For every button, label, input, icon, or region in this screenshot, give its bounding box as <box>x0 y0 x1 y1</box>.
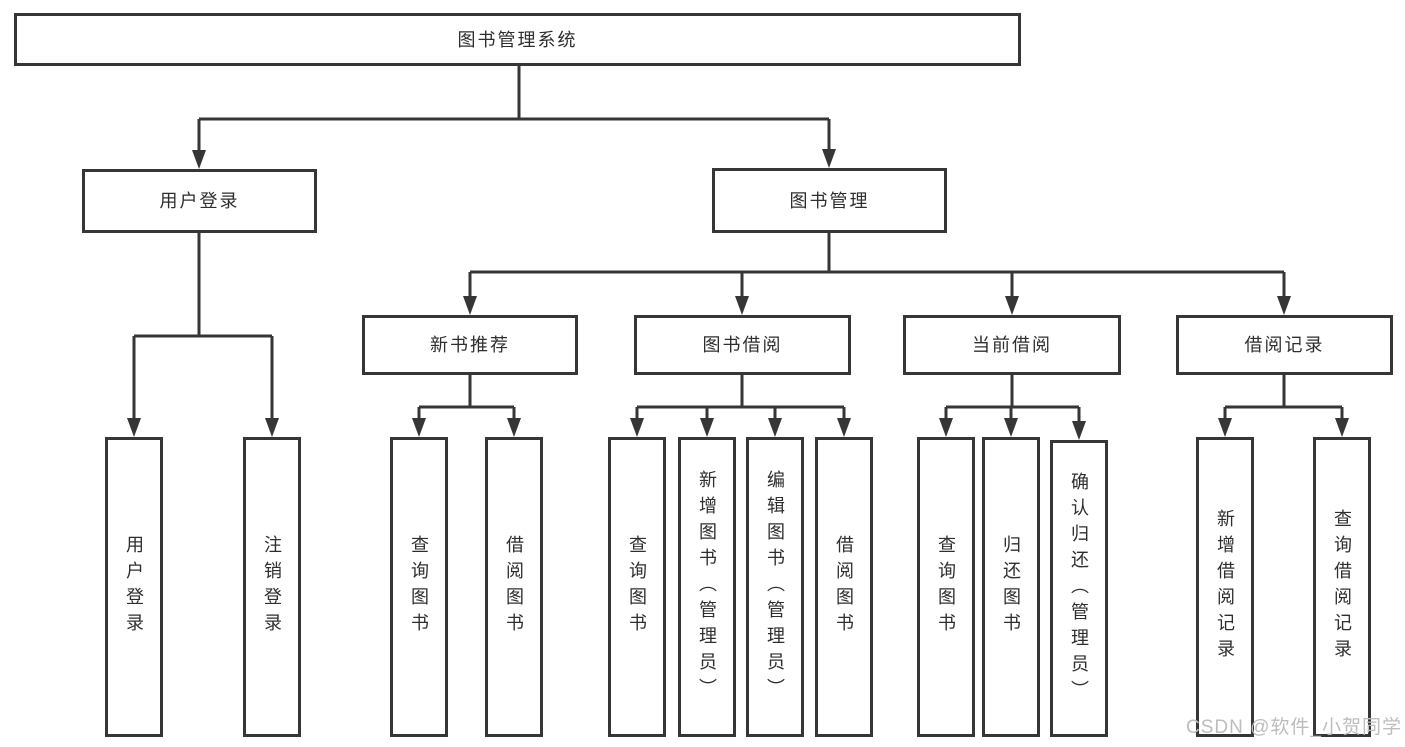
leaf-user-login: 用户登录 <box>105 437 163 737</box>
node-borrowing-records: 借阅记录 <box>1176 315 1393 375</box>
leaf-add-book-admin: 新增图书（管理员） <box>678 437 736 737</box>
node-current-borrowing: 当前借阅 <box>903 315 1121 375</box>
leaf-edit-book-admin: 编辑图书（管理员） <box>746 437 804 737</box>
leaf-return-book: 归还图书 <box>982 437 1040 737</box>
leaf-query-books-current: 查询图书 <box>917 437 975 737</box>
leaf-logout: 注销登录 <box>243 437 301 737</box>
leaf-add-borrow-record: 新增借阅记录 <box>1196 437 1254 737</box>
node-user-login: 用户登录 <box>82 169 317 233</box>
node-new-book-recommendation: 新书推荐 <box>362 315 578 375</box>
leaf-query-books-recommend: 查询图书 <box>390 437 448 737</box>
node-book-borrowing: 图书借阅 <box>634 315 851 375</box>
leaf-borrow-books-borrowing: 借阅图书 <box>815 437 873 737</box>
leaf-borrow-books-recommend: 借阅图书 <box>485 437 543 737</box>
leaf-confirm-return-admin: 确认归还（管理员） <box>1050 440 1108 737</box>
leaf-query-books-borrowing: 查询图书 <box>608 437 666 737</box>
node-library-management-system: 图书管理系统 <box>14 13 1021 66</box>
csdn-watermark: CSDN @软件_小贺同学 <box>1186 717 1402 738</box>
leaf-query-borrow-record: 查询借阅记录 <box>1313 437 1371 737</box>
node-book-management: 图书管理 <box>712 168 947 233</box>
